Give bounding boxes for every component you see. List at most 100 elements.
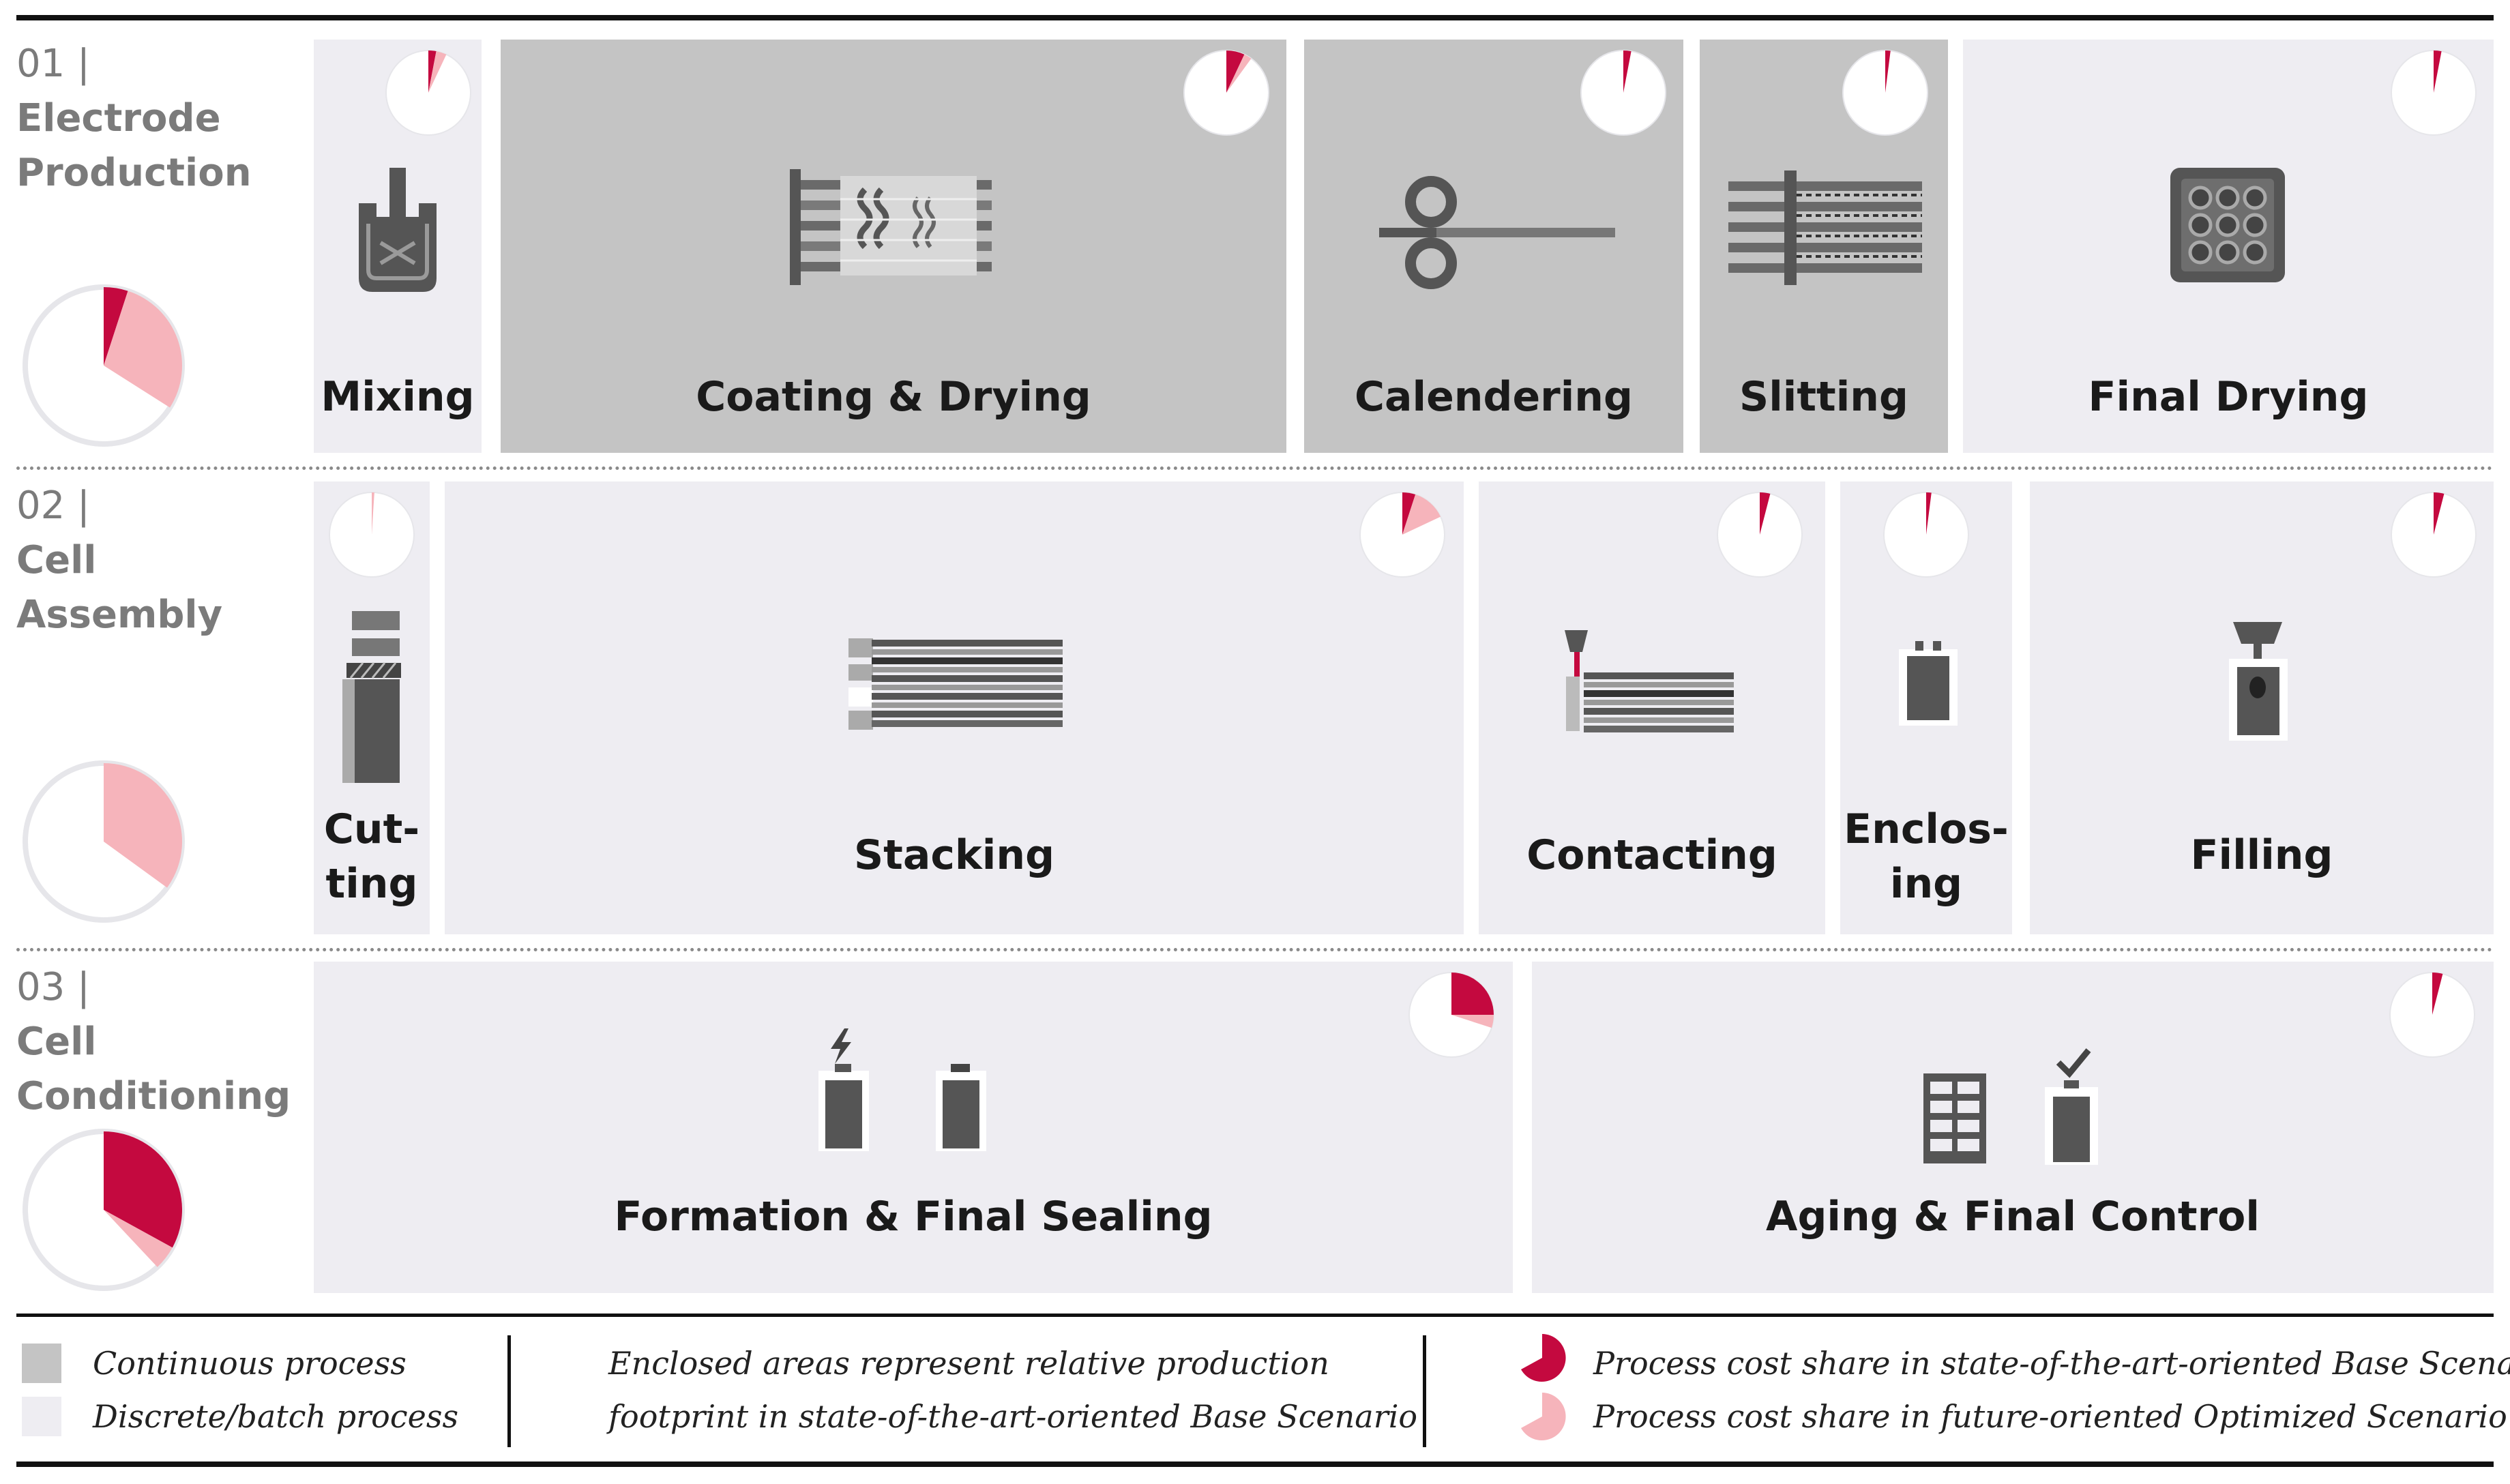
pie-slice-optimized-share bbox=[372, 492, 374, 535]
legend-top-rule bbox=[16, 1314, 2494, 1317]
step-coating-drying: Coating & Drying bbox=[501, 40, 1286, 453]
section-label-cell-assembly: 02 | Cell Assembly bbox=[16, 479, 222, 642]
cost-share-pie bbox=[1580, 50, 1666, 136]
cost-share-pie bbox=[1717, 492, 1803, 578]
pie-slice-optimized-share bbox=[1226, 54, 1252, 93]
pie-slice-base-share bbox=[1451, 973, 1494, 1015]
legend-base-share-icon bbox=[1521, 1334, 1566, 1382]
section-title-line1: Electrode bbox=[16, 96, 221, 140]
section-title-line1: Cell bbox=[16, 538, 97, 582]
step-cutting: Cut- ting bbox=[314, 481, 430, 934]
legend-continuous-swatch bbox=[22, 1344, 61, 1383]
enclosing-icon bbox=[1899, 641, 1958, 726]
cost-share-pie bbox=[2389, 972, 2475, 1058]
step-label: Formation & Final Sealing bbox=[614, 1193, 1213, 1241]
cost-share-pie bbox=[385, 50, 471, 136]
calender-rollers-icon bbox=[1379, 176, 1615, 289]
step-label-line1: Cut- bbox=[323, 805, 420, 853]
step-formation-final-sealing: Formation & Final Sealing bbox=[314, 962, 1513, 1293]
step-mixing: Mixing bbox=[314, 40, 482, 453]
step-label: Final Drying bbox=[2088, 373, 2369, 421]
coating-drying-icon bbox=[790, 169, 992, 285]
step-aging-final-control: Aging & Final Control bbox=[1532, 962, 2494, 1293]
section-number: 02 | bbox=[16, 484, 90, 528]
pie-slice-base-share bbox=[428, 50, 437, 93]
pie-slice-base-share bbox=[1402, 492, 1416, 535]
step-contacting: Contacting bbox=[1479, 481, 1825, 934]
legend-discrete-label: Discrete/batch process bbox=[93, 1398, 459, 1435]
section-pie-cell-conditioning bbox=[23, 1129, 185, 1291]
cost-share-pie bbox=[329, 492, 415, 578]
cost-share-pie bbox=[1842, 50, 1928, 136]
step-label: Mixing bbox=[321, 373, 475, 421]
section-divider-1 bbox=[16, 466, 2494, 470]
mixer-icon bbox=[359, 168, 437, 292]
pie-slice-optimized-share bbox=[104, 1210, 173, 1267]
formation-icon bbox=[818, 1028, 986, 1151]
pie-slice-optimized-share bbox=[1402, 494, 1441, 535]
section-label-cell-conditioning: 03 | Cell Conditioning bbox=[16, 960, 291, 1124]
step-enclosing: Enclos- ing bbox=[1840, 481, 2012, 934]
step-label-line2: ting bbox=[325, 860, 418, 908]
step-label-line2: ing bbox=[1889, 860, 1963, 908]
top-rule bbox=[16, 15, 2494, 20]
cost-share-pie bbox=[1183, 50, 1269, 136]
step-stacking: Stacking bbox=[445, 481, 1464, 934]
pie-slice-base-share bbox=[1623, 50, 1632, 93]
legend-area-line2: footprint in state-of-the-art-oriented B… bbox=[608, 1398, 1418, 1435]
section-number: 01 | bbox=[16, 42, 90, 86]
pie-slice-optimized-share bbox=[428, 51, 447, 93]
legend-area-line1: Enclosed areas represent relative produc… bbox=[608, 1345, 1329, 1382]
step-label: Calendering bbox=[1355, 373, 1633, 421]
pie-slice-optimized-share bbox=[104, 291, 182, 408]
pie-slice-base-share bbox=[2434, 492, 2445, 535]
section-label-electrode-production: 01 | Electrode Production bbox=[16, 37, 252, 201]
legend-optimized-share-label: Process cost share in future-oriented Op… bbox=[1593, 1398, 2507, 1435]
step-filling: Filling bbox=[2030, 481, 2494, 934]
section-title-line2: Production bbox=[16, 151, 252, 195]
pie-slice-base-share bbox=[104, 1131, 182, 1248]
section-number: 03 | bbox=[16, 965, 90, 1009]
pie-slice-base-share bbox=[1926, 492, 1932, 535]
filling-icon bbox=[2229, 622, 2288, 741]
pie-slice-base-share bbox=[2432, 973, 2443, 1015]
step-label: Aging & Final Control bbox=[1766, 1193, 2260, 1241]
section-divider-2 bbox=[16, 948, 2494, 951]
slitter-icon bbox=[1728, 170, 1922, 285]
section-pie-cell-assembly bbox=[23, 760, 185, 923]
cost-share-pie bbox=[1408, 972, 1494, 1058]
stacking-icon bbox=[848, 638, 1063, 730]
contacting-icon bbox=[1565, 630, 1734, 732]
legend-separator-1 bbox=[507, 1335, 511, 1447]
step-label: Coating & Drying bbox=[696, 373, 1091, 421]
legend-separator-2 bbox=[1423, 1335, 1426, 1447]
pie-slice-base-share bbox=[1760, 492, 1771, 535]
step-label: Filling bbox=[2190, 831, 2333, 879]
step-calendering: Calendering bbox=[1304, 40, 1683, 453]
step-label-line1: Enclos- bbox=[1844, 805, 2009, 853]
bottom-rule bbox=[16, 1461, 2494, 1467]
cost-share-pie bbox=[2391, 492, 2477, 578]
pie-slice-base-share bbox=[104, 287, 128, 366]
legend-continuous-label: Continuous process bbox=[93, 1345, 407, 1382]
step-label: Contacting bbox=[1526, 831, 1777, 879]
pie-slice-optimized-share bbox=[1451, 1015, 1494, 1028]
cost-share-pie bbox=[1883, 492, 1969, 578]
legend-optimized-share-icon bbox=[1521, 1393, 1566, 1440]
step-final-drying: Final Drying bbox=[1963, 40, 2494, 453]
step-slitting: Slitting bbox=[1700, 40, 1948, 453]
aging-control-icon bbox=[1923, 1048, 2098, 1165]
step-label: Stacking bbox=[853, 831, 1055, 879]
section-title-line2: Assembly bbox=[16, 593, 223, 637]
pie-slice-base-share bbox=[1226, 50, 1245, 93]
cost-share-pie bbox=[1359, 492, 1445, 578]
cutting-icon bbox=[342, 611, 401, 783]
pie-slice-base-share bbox=[2434, 50, 2442, 93]
legend-base-share-label: Process cost share in state-of-the-art-o… bbox=[1593, 1345, 2510, 1382]
step-label: Slitting bbox=[1739, 373, 1908, 421]
drying-oven-icon bbox=[2170, 168, 2285, 282]
cost-share-pie bbox=[2391, 50, 2477, 136]
pie-slice-base-share bbox=[1885, 50, 1891, 93]
section-pie-electrode-production bbox=[23, 284, 185, 447]
legend-discrete-swatch bbox=[22, 1397, 61, 1436]
